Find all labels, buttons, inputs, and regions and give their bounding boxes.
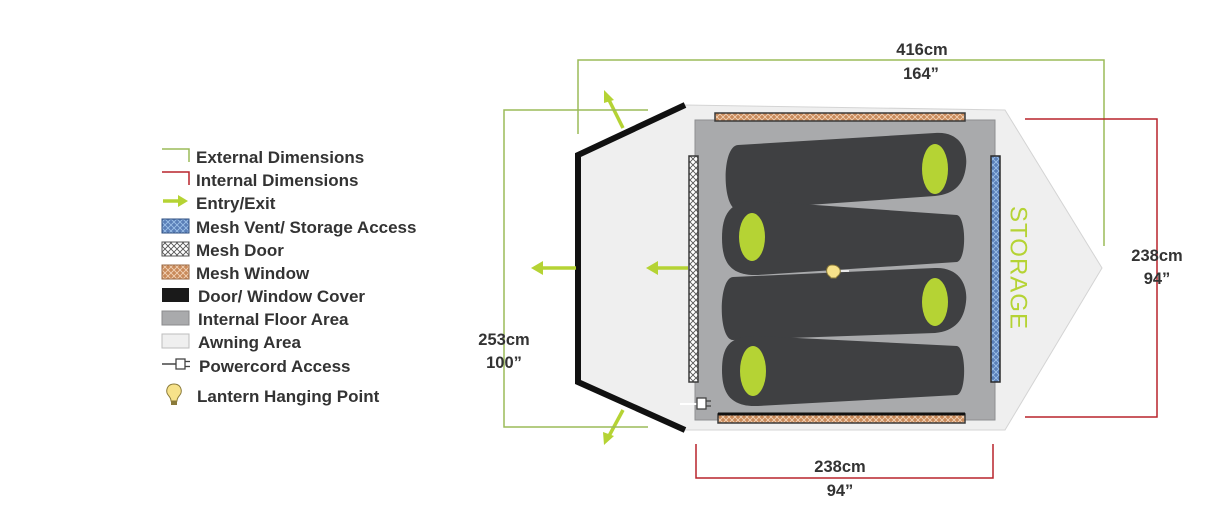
awning-area-swatch-icon [161, 333, 190, 349]
powercord-plug-icon [162, 358, 190, 370]
legend-item-mesh-window: Mesh Window [161, 264, 310, 283]
external-length-bracket [577, 59, 1105, 246]
legend-item-powercord-access: Powercord Access [162, 357, 351, 376]
external-width-imperial: 100” [486, 354, 522, 372]
legend-item-awning-area: Awning Area [161, 333, 302, 352]
mesh-vent-storage-access [990, 155, 1001, 383]
external-dimension-bracket-icon [162, 148, 190, 162]
sleeping-bag [721, 267, 967, 340]
pillow [922, 278, 948, 326]
legend-item-mesh-door: Mesh Door [161, 241, 284, 260]
legend-label: Entry/Exit [196, 194, 276, 213]
legend-label: Internal Dimensions [196, 171, 358, 190]
pillow [922, 144, 948, 194]
legend-item-lantern-hanging-point: Lantern Hanging Point [166, 383, 380, 406]
legend-label: Door/ Window Cover [198, 287, 365, 306]
internal-dimension-bracket-icon [162, 171, 190, 185]
external-length-metric: 416cm [896, 41, 947, 59]
legend-label: Powercord Access [199, 357, 351, 376]
legend-item-internal-dimensions: Internal Dimensions [162, 171, 358, 190]
internal-width-imperial: 94” [1144, 270, 1171, 288]
mesh-door [688, 155, 699, 383]
legend: External Dimensions Internal Dimensions … [161, 148, 416, 406]
lantern-hanging-point-icon [826, 264, 849, 279]
mesh-vent-swatch-icon [161, 218, 190, 234]
dimension-labels: 416cm 164” 253cm 100” 238cm 94” 238cm 94… [478, 41, 1182, 500]
entry-exit-arrow-icon [531, 261, 576, 275]
door-window-cover [575, 102, 687, 433]
legend-item-internal-floor-area: Internal Floor Area [161, 310, 349, 329]
legend-label: Mesh Window [196, 264, 310, 283]
entry-exit-arrow-icon [604, 90, 625, 129]
internal-width-metric: 238cm [1131, 247, 1182, 265]
entry-exit-arrow-icon [603, 409, 625, 445]
mesh-window-top [714, 112, 966, 122]
legend-item-external-dimensions: External Dimensions [162, 148, 364, 167]
legend-label: External Dimensions [196, 148, 364, 167]
pillow [739, 213, 765, 261]
legend-item-mesh-vent: Mesh Vent/ Storage Access [161, 218, 416, 237]
powercord-access-icon [680, 397, 711, 410]
external-length-imperial: 164” [903, 65, 939, 83]
internal-length-imperial: 94” [827, 482, 854, 500]
pillow [740, 346, 766, 396]
entry-exit-arrows [531, 90, 688, 445]
external-width-bracket [503, 109, 648, 428]
legend-label: Internal Floor Area [198, 310, 349, 329]
tent-plan: STORAGE [531, 90, 1103, 445]
legend-label: Mesh Vent/ Storage Access [196, 218, 416, 237]
dimension-lines [503, 59, 1158, 479]
sleeping-bag [725, 132, 967, 210]
legend-item-entry-exit: Entry/Exit [163, 194, 276, 213]
entry-exit-arrow-icon [646, 261, 688, 275]
sleeping-bags [721, 132, 967, 407]
internal-length-bracket [695, 444, 994, 479]
external-width-metric: 253cm [478, 331, 529, 349]
door-window-cover-swatch-icon [162, 288, 189, 302]
legend-item-door-window-cover: Door/ Window Cover [162, 287, 365, 306]
legend-label: Mesh Door [196, 241, 284, 260]
storage-label: STORAGE [1005, 206, 1032, 330]
entry-exit-arrow-icon [163, 195, 188, 207]
internal-width-bracket [1025, 118, 1158, 418]
sleeping-bag [722, 200, 965, 276]
internal-length-metric: 238cm [814, 458, 865, 476]
internal-floor-swatch-icon [161, 310, 190, 326]
legend-label: Lantern Hanging Point [197, 387, 380, 406]
lantern-bulb-icon [166, 383, 182, 405]
mesh-door-swatch-icon [161, 241, 190, 257]
mesh-window-swatch-icon [161, 264, 190, 280]
legend-label: Awning Area [198, 333, 302, 352]
sleeping-bag [722, 335, 965, 407]
